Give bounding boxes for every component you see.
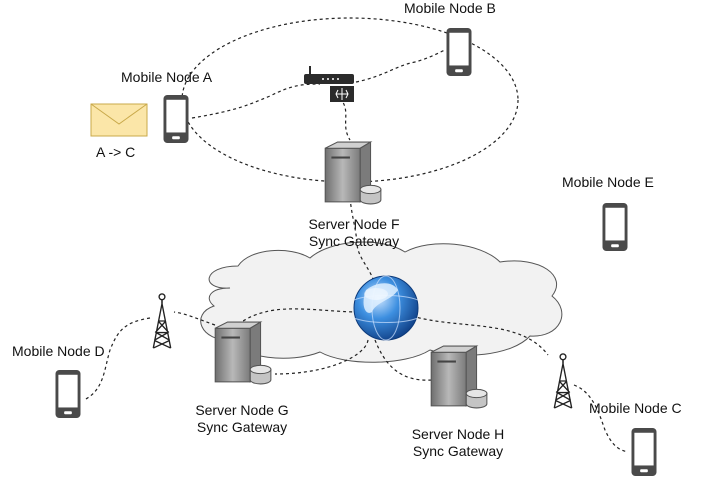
server-node-f-role: Sync Gateway: [308, 233, 400, 249]
link-globe-h: [374, 339, 433, 381]
message-label: A -> C: [96, 144, 136, 160]
link-tower-d-mobile-d: [83, 317, 151, 401]
server-node-f-label: Server Node F Sync Gateway: [294, 216, 414, 250]
mobile-node-d-label: Mobile Node D: [12, 343, 105, 359]
smartphone-icon-a: [163, 94, 189, 144]
server-node-f-name: Server Node F: [308, 216, 400, 232]
link-tower-c-mobile-c: [573, 384, 629, 453]
smartphone-icon-e: [602, 202, 628, 252]
server-node-g-name: Server Node G: [195, 402, 289, 418]
cell-tower-icon-c: [553, 353, 573, 409]
link-router-f: [339, 97, 351, 141]
server-node-h-label: Server Node H Sync Gateway: [398, 426, 518, 460]
mobile-node-a-label: Mobile Node A: [121, 69, 213, 85]
mobile-node-c-label: Mobile Node C: [589, 400, 682, 416]
envelope-icon: [90, 103, 148, 137]
link-globe-g: [219, 308, 359, 336]
server-icon-f: [324, 141, 382, 205]
link-globe-g-low: [274, 339, 369, 375]
smartphone-icon-c: [631, 427, 657, 477]
mobile-node-b-label: Mobile Node B: [404, 0, 496, 16]
server-node-g-label: Server Node G Sync Gateway: [182, 402, 302, 436]
cell-tower-icon-d: [152, 293, 172, 349]
link-a-router: [191, 83, 321, 119]
mobile-node-e-label: Mobile Node E: [562, 174, 654, 190]
server-node-g-role: Sync Gateway: [196, 419, 288, 435]
server-node-h-role: Sync Gateway: [412, 443, 504, 459]
smartphone-icon-d: [55, 369, 81, 419]
server-node-h-name: Server Node H: [411, 426, 505, 442]
link-router-b: [355, 49, 446, 83]
globe-icon: [353, 275, 419, 341]
wifi-router-icon: [304, 66, 354, 102]
smartphone-icon-b: [446, 27, 472, 77]
